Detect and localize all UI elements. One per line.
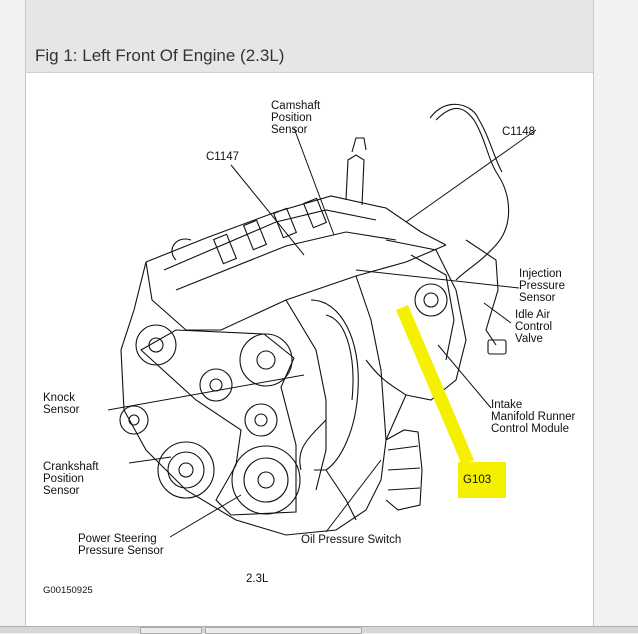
g103-highlight [396, 305, 506, 498]
taskbar-button[interactable] [205, 627, 362, 634]
label-figure-id: G00150925 [43, 585, 93, 596]
engine-diagram: Camshaft Position Sensor C1148 C1147 Inj… [43, 100, 579, 596]
label-knock-sensor: Knock Sensor [43, 392, 80, 416]
label-injection-pressure-sensor: Injection Pressure Sensor [519, 268, 568, 304]
leader-lines [107, 127, 537, 538]
taskbar-button[interactable] [140, 627, 202, 634]
label-idle-air-control-valve: Idle Air Control Valve [515, 309, 555, 345]
label-power-steering-pressure-sensor: Power Steering Pressure Sensor [78, 533, 164, 557]
label-c1148: C1148 [502, 126, 535, 138]
label-intake-manifold-runner-control-module: Intake Manifold Runner Control Module [491, 399, 579, 435]
figure-header: Fig 1: Left Front Of Engine (2.3L) [26, 0, 593, 73]
engine-drawing [119, 103, 510, 536]
figure-frame: Fig 1: Left Front Of Engine (2.3L) [25, 0, 594, 626]
label-c1147: C1147 [206, 151, 239, 163]
figure-title: Fig 1: Left Front Of Engine (2.3L) [35, 46, 285, 65]
labels: Camshaft Position Sensor C1148 C1147 Inj… [43, 100, 579, 596]
label-g103: G103 [463, 474, 491, 486]
label-camshaft: Camshaft Position Sensor [271, 100, 323, 136]
label-crankshaft-position-sensor: Crankshaft Position Sensor [43, 461, 102, 497]
label-oil-pressure-switch: Oil Pressure Switch [301, 534, 401, 546]
label-engine-size: 2.3L [246, 573, 269, 585]
